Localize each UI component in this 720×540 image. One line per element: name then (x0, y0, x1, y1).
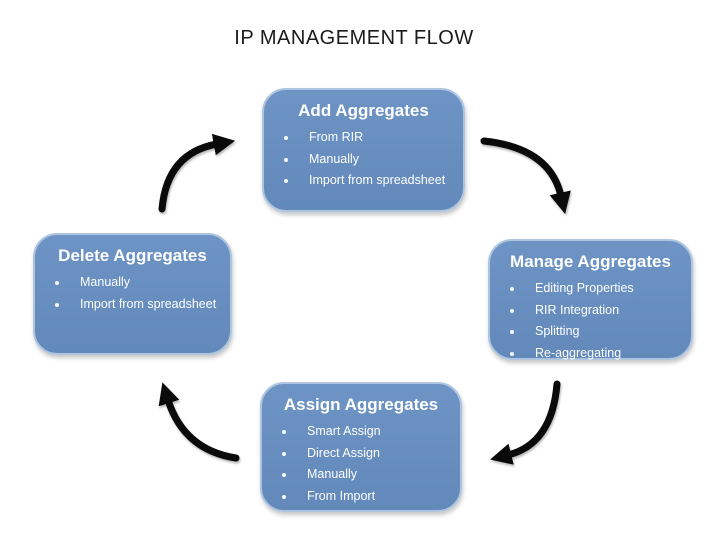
node-item-list: Manually Import from spreadsheet (35, 272, 230, 315)
node-item-list: From RIR Manually Import from spreadshee… (264, 127, 463, 192)
arrow-add-to-manage-icon (480, 137, 571, 214)
node-item: Direct Assign (262, 443, 460, 465)
node-item: Re-aggregating (490, 343, 691, 365)
node-item: Import from spreadsheet (264, 170, 463, 192)
node-item-list: Editing Properties RIR Integration Split… (490, 278, 691, 364)
node-item-list: Smart Assign Direct Assign Manually From… (262, 421, 460, 507)
node-item: Manually (262, 464, 460, 486)
node-title: Add Aggregates (298, 101, 429, 120)
node-item: RIR Integration (490, 300, 691, 322)
node-item: From RIR (264, 127, 463, 149)
node-add-aggregates: Add Aggregates From RIR Manually Import … (262, 88, 465, 212)
node-title: Delete Aggregates (58, 246, 207, 265)
arrow-manage-to-assign-icon (490, 380, 561, 465)
node-delete-aggregates: Delete Aggregates Manually Import from s… (33, 233, 232, 355)
node-item: Manually (35, 272, 230, 294)
node-item: Manually (264, 149, 463, 171)
node-item: Smart Assign (262, 421, 460, 443)
arrow-assign-to-delete-icon (158, 382, 240, 462)
node-assign-aggregates: Assign Aggregates Smart Assign Direct As… (260, 382, 462, 512)
node-title: Assign Aggregates (283, 395, 439, 414)
node-item: From Import (262, 486, 460, 508)
node-item: Splitting (490, 321, 691, 343)
node-item: Import from spreadsheet (35, 294, 230, 316)
diagram-title: IP MANAGEMENT FLOW (234, 27, 474, 49)
arrow-delete-to-add-icon (158, 133, 236, 213)
node-title: Manage Aggregates (510, 252, 671, 271)
node-manage-aggregates: Manage Aggregates Editing Properties RIR… (488, 239, 693, 360)
node-item: Editing Properties (490, 278, 691, 300)
